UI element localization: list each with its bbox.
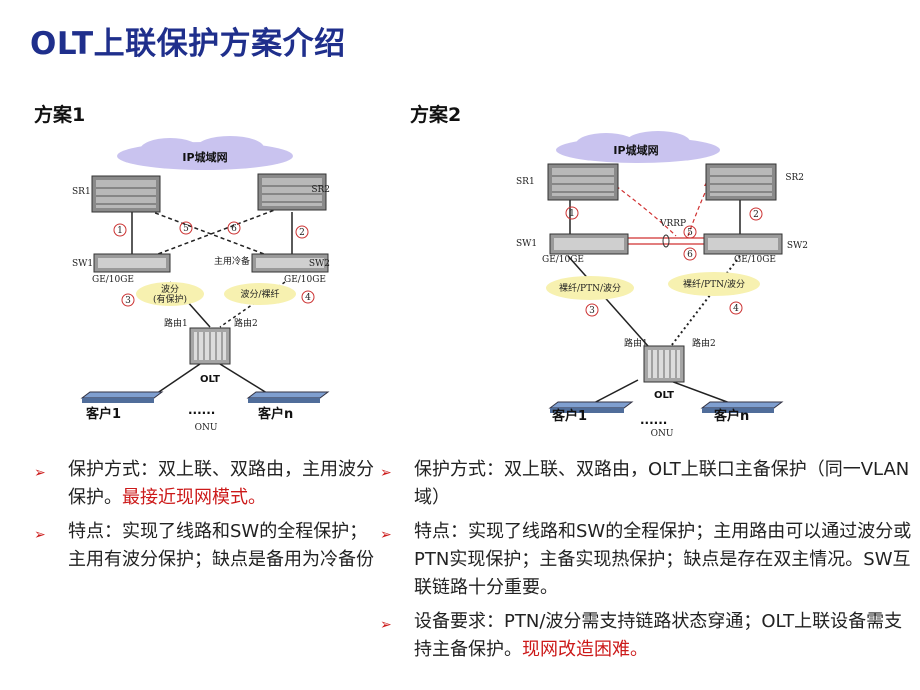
scheme1-heading: 方案1 (34, 104, 86, 126)
sr2-label: SR2 (311, 185, 330, 195)
client1-label: 客户1 (86, 406, 121, 422)
sw2-label: SW2 (787, 241, 808, 251)
sw2-port-label: GE/10GE (734, 255, 776, 265)
sw1-label: SW1 (72, 259, 93, 269)
cloud-label: IP城域网 (613, 143, 658, 157)
onu-label: ONU (195, 423, 218, 433)
bullet-text: 设备要求：PTN/波分需支持链路状态穿通；OLT上联设备需支持主备保护。 (414, 611, 903, 660)
link-6-label: 6 (231, 224, 237, 234)
sr2-router (705, 163, 777, 201)
page-title: OLT上联保护方案介绍 (30, 26, 346, 62)
onu-device-1 (548, 401, 634, 413)
sw1-port-label: GE/10GE (92, 275, 134, 285)
bullet-highlight: 现网改造困难。 (522, 639, 648, 660)
link-1-label: 1 (569, 209, 575, 219)
bullet-text: 特点：实现了线路和SW的全程保护；主用有波分保护；缺点是备用为冷备份 (68, 521, 374, 570)
bullet-item: ➢ 保护方式：双上联、双路由，主用波分保护。最接近现网模式。 (34, 456, 374, 512)
bullet-item: ➢ 设备要求：PTN/波分需支持链路状态穿通；OLT上联设备需支持主备保护。现网… (380, 608, 920, 664)
link-6-label: 6 (687, 250, 693, 260)
onu-dots: ...... (640, 413, 667, 427)
olt-device (189, 327, 231, 365)
link-5-label: 5 (687, 228, 693, 238)
svg-text:(有保护): (有保护) (153, 293, 187, 305)
route1-label: 路由1 (164, 317, 188, 329)
arrow-bullet-icon: ➢ (380, 465, 392, 481)
svg-text:裸纤/PTN/波分: 裸纤/PTN/波分 (559, 282, 621, 294)
link-3-label: 3 (589, 306, 595, 316)
link-5-label: 5 (183, 224, 189, 234)
olt-label: OLT (654, 390, 674, 401)
route1-label: 路由1 (624, 337, 648, 349)
svg-text:波分/裸纤: 波分/裸纤 (240, 288, 279, 300)
sr2-label: SR2 (785, 173, 804, 183)
svg-text:波分: 波分 (161, 283, 179, 295)
svg-text:裸纤/PTN/波分: 裸纤/PTN/波分 (683, 278, 745, 290)
bullet-item: ➢ 特点：实现了线路和SW的全程保护；主用有波分保护；缺点是备用为冷备份 (34, 518, 374, 574)
olt-label: OLT (200, 374, 220, 385)
onu-label: ONU (651, 429, 674, 439)
scheme2-diagram: IP城域网 SR1 SR2 VRRP SW1 GE/10GE SW2 GE/10… (516, 131, 808, 439)
arrow-bullet-icon: ➢ (34, 527, 46, 543)
sw2-switch (251, 253, 329, 273)
sr1-router (547, 163, 619, 201)
bullet-item: ➢ 保护方式：双上联、双路由，OLT上联口主备保护（同一VLAN域） (380, 456, 920, 512)
clientn-label: 客户n (714, 408, 749, 424)
route2-label: 路由2 (692, 337, 716, 349)
clientn-label: 客户n (258, 406, 293, 422)
wdm-cloud-right: 波分/裸纤 (224, 283, 296, 305)
sr1-label: SR1 (72, 187, 91, 197)
onu-device-1 (80, 391, 164, 403)
ip-metro-cloud: IP城域网 (117, 136, 293, 170)
bullet-text: 保护方式：双上联、双路由，主用波分保护。 (68, 459, 374, 508)
link-4-label: 4 (733, 304, 739, 314)
route2-label: 路由2 (234, 317, 258, 329)
bullet-highlight: 最接近现网模式。 (122, 487, 266, 508)
onu-device-n (246, 391, 330, 403)
transport-cloud-right: 裸纤/PTN/波分 (668, 272, 760, 296)
scheme1-bullets: ➢ 保护方式：双上联、双路由，主用波分保护。最接近现网模式。 ➢ 特点：实现了线… (34, 456, 374, 580)
ip-metro-cloud: IP城域网 (556, 131, 720, 163)
arrow-bullet-icon: ➢ (380, 527, 392, 543)
bullet-text: 保护方式：双上联、双路由，OLT上联口主备保护（同一VLAN域） (414, 459, 910, 508)
client1-label: 客户1 (552, 408, 587, 424)
vrrp-label: VRRP (659, 219, 686, 229)
sw1-switch (549, 233, 629, 255)
transport-cloud-left: 裸纤/PTN/波分 (546, 276, 634, 300)
sw2-switch (703, 233, 783, 255)
link-3-label: 3 (125, 296, 131, 306)
link-2-label: 2 (299, 228, 305, 238)
sw1-port-label: GE/10GE (542, 255, 584, 265)
onu-dots: ...... (188, 403, 215, 417)
arrow-bullet-icon: ➢ (34, 465, 46, 481)
mode-label: 主用冷备 (214, 255, 250, 267)
scheme2-bullets: ➢ 保护方式：双上联、双路由，OLT上联口主备保护（同一VLAN域） ➢ 特点：… (380, 456, 920, 670)
scheme2-heading: 方案2 (410, 104, 462, 126)
wdm-cloud-left: 波分 (有保护) (136, 282, 204, 306)
bullet-text: 特点：实现了线路和SW的全程保护；主用路由可以通过波分或PTN实现保护；主备实现… (414, 521, 912, 598)
link-2-label: 2 (753, 210, 759, 220)
cloud-label: IP城域网 (182, 150, 227, 164)
link-4-label: 4 (305, 293, 311, 303)
sr1-router (91, 175, 161, 213)
sr2-router (257, 173, 327, 211)
olt-device (643, 345, 685, 383)
onu-device-n (700, 401, 784, 413)
arrow-bullet-icon: ➢ (380, 617, 392, 633)
sw1-switch (93, 253, 171, 273)
sw2-label: SW2 (309, 259, 330, 269)
sr1-label: SR1 (516, 177, 535, 187)
scheme1-diagram: IP城域网 SR1 SR2 SW1 GE/10GE SW2 GE/10GE 主用… (72, 136, 330, 433)
sw2-port-label: GE/10GE (284, 275, 326, 285)
link-1-label: 1 (117, 226, 123, 236)
bullet-item: ➢ 特点：实现了线路和SW的全程保护；主用路由可以通过波分或PTN实现保护；主备… (380, 518, 920, 602)
sw1-label: SW1 (516, 239, 537, 249)
